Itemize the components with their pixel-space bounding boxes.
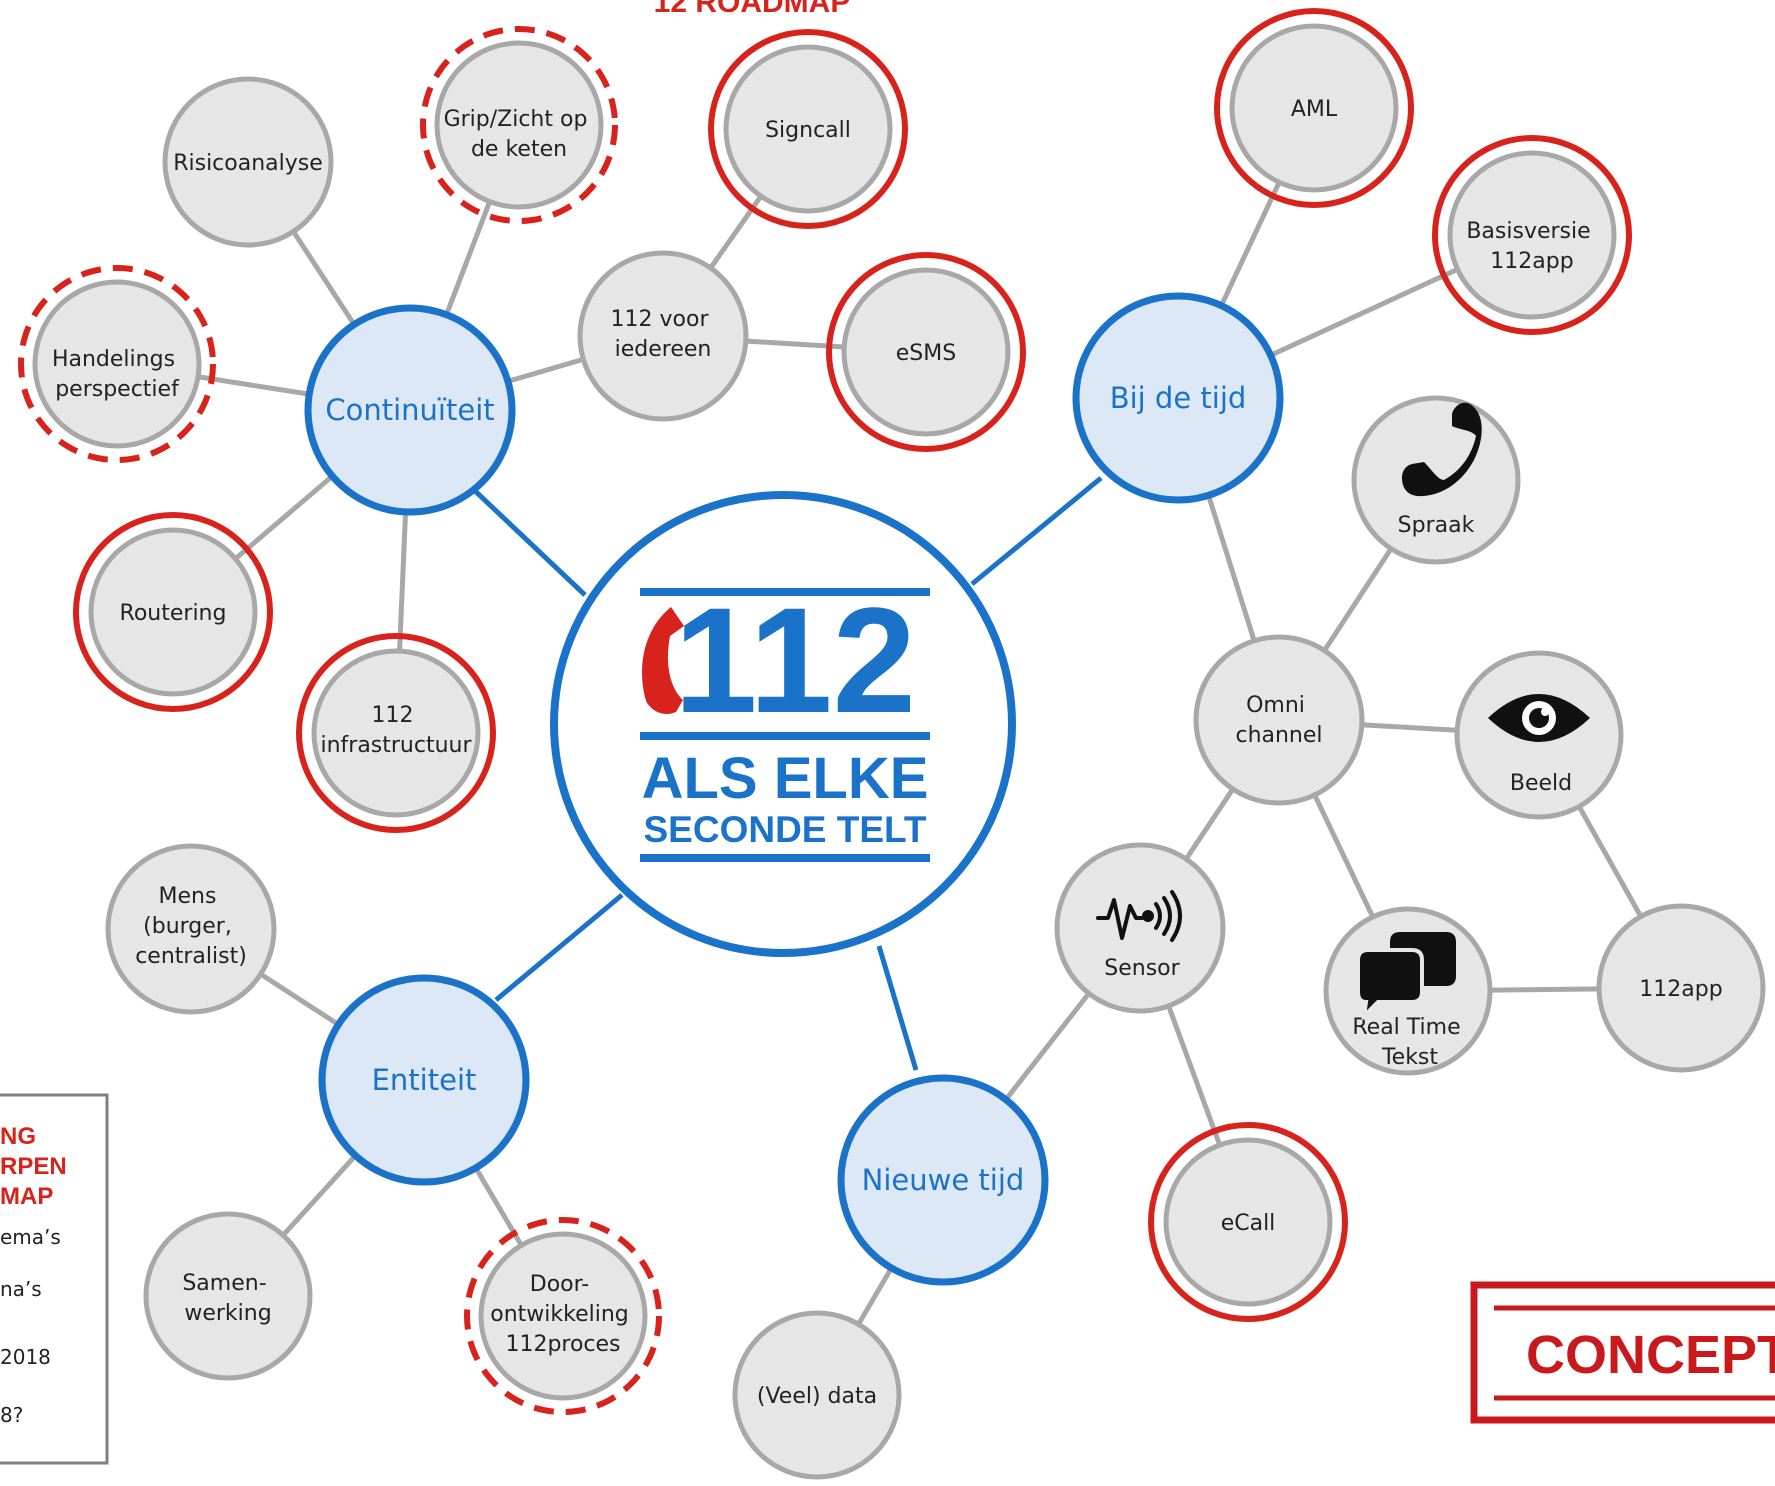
node-label-real-time-tekst: Real Time Tekst <box>1352 1015 1467 1070</box>
phone-handset-icon <box>642 607 684 714</box>
node-label-esms: eSMS <box>896 341 956 366</box>
node-label-beeld: Beeld <box>1510 771 1572 796</box>
legend-line-2: na’s <box>0 1277 42 1301</box>
logo-rule-mid <box>640 732 930 740</box>
hub-label-bij-de-tijd: Bij de tijd <box>1110 381 1247 415</box>
concept-stamp-text: CONCEPT <box>1526 1325 1775 1385</box>
node-label-doorontwikkeling: Door- ontwikkeling 112proces <box>490 1272 636 1357</box>
chat-bubbles-icon <box>1356 932 1456 1022</box>
legend-line-4: 8? <box>0 1403 23 1427</box>
node-label-samenwerking: Samen- werking <box>182 1271 273 1326</box>
legend-box: NG RPEN MAP ema’s na’s 2018 8? <box>0 1093 109 1465</box>
status-rings-dashed <box>18 26 662 1415</box>
node-label-risicoanalyse: Risicoanalyse <box>173 151 323 176</box>
hub-label-continuiteit: Continuïteit <box>325 393 494 427</box>
legend-heading-line1: NG <box>0 1123 36 1150</box>
legend-line-1: ema’s <box>0 1225 61 1249</box>
center-connectors <box>471 476 1103 1071</box>
logo-number: 112 <box>674 576 916 744</box>
node-label-sensor: Sensor <box>1104 956 1180 981</box>
logo-tagline-line2: SECONDE TELT <box>644 809 927 850</box>
node-label-mens: Mens (burger, centralist) <box>135 884 247 969</box>
node-label-aml: AML <box>1291 97 1338 122</box>
node-label-112-voor-iedereen: 112 voor iedereen <box>611 307 716 362</box>
node-label-routering: Routering <box>120 601 227 626</box>
node-label-signcall: Signcall <box>765 118 851 143</box>
phone-icon <box>1402 402 1482 497</box>
hub-label-entiteit: Entiteit <box>372 1063 477 1097</box>
node-label-112app: 112app <box>1639 977 1722 1002</box>
legend-line-3: 2018 <box>0 1345 51 1369</box>
node-label-handelingsperspectief: Handelings perspectief <box>52 347 182 402</box>
node-label-112-infrastructuur: 112 infrastructuur <box>320 703 472 758</box>
node-label-omni-channel: Omni channel <box>1235 693 1322 748</box>
logo-tagline-line1: ALS ELKE <box>642 746 929 811</box>
hub-label-nieuwe-tijd: Nieuwe tijd <box>862 1163 1025 1197</box>
hub-circles <box>304 292 1284 1286</box>
node-label-ecall: eCall <box>1221 1211 1276 1236</box>
legend-heading-line3: MAP <box>0 1183 53 1210</box>
node-label-veel-data: (Veel) data <box>757 1384 877 1409</box>
status-rings-solid <box>73 8 1632 1322</box>
node-label-basisversie-112app: Basisversie 112app <box>1466 219 1597 274</box>
logo-rule-bottom <box>640 854 930 862</box>
sensor-signal-icon <box>1096 890 1182 942</box>
legend-heading-line2: RPEN <box>0 1153 67 1180</box>
concept-stamp: CONCEPT <box>1470 1281 1775 1424</box>
node-label-spraak: Spraak <box>1398 513 1475 538</box>
node-label-grip-zicht: Grip/Zicht op de keten <box>444 107 595 162</box>
eye-icon <box>1488 694 1590 742</box>
page-title: 12 ROADMAP <box>654 0 851 19</box>
logo-rule-top <box>640 588 930 596</box>
